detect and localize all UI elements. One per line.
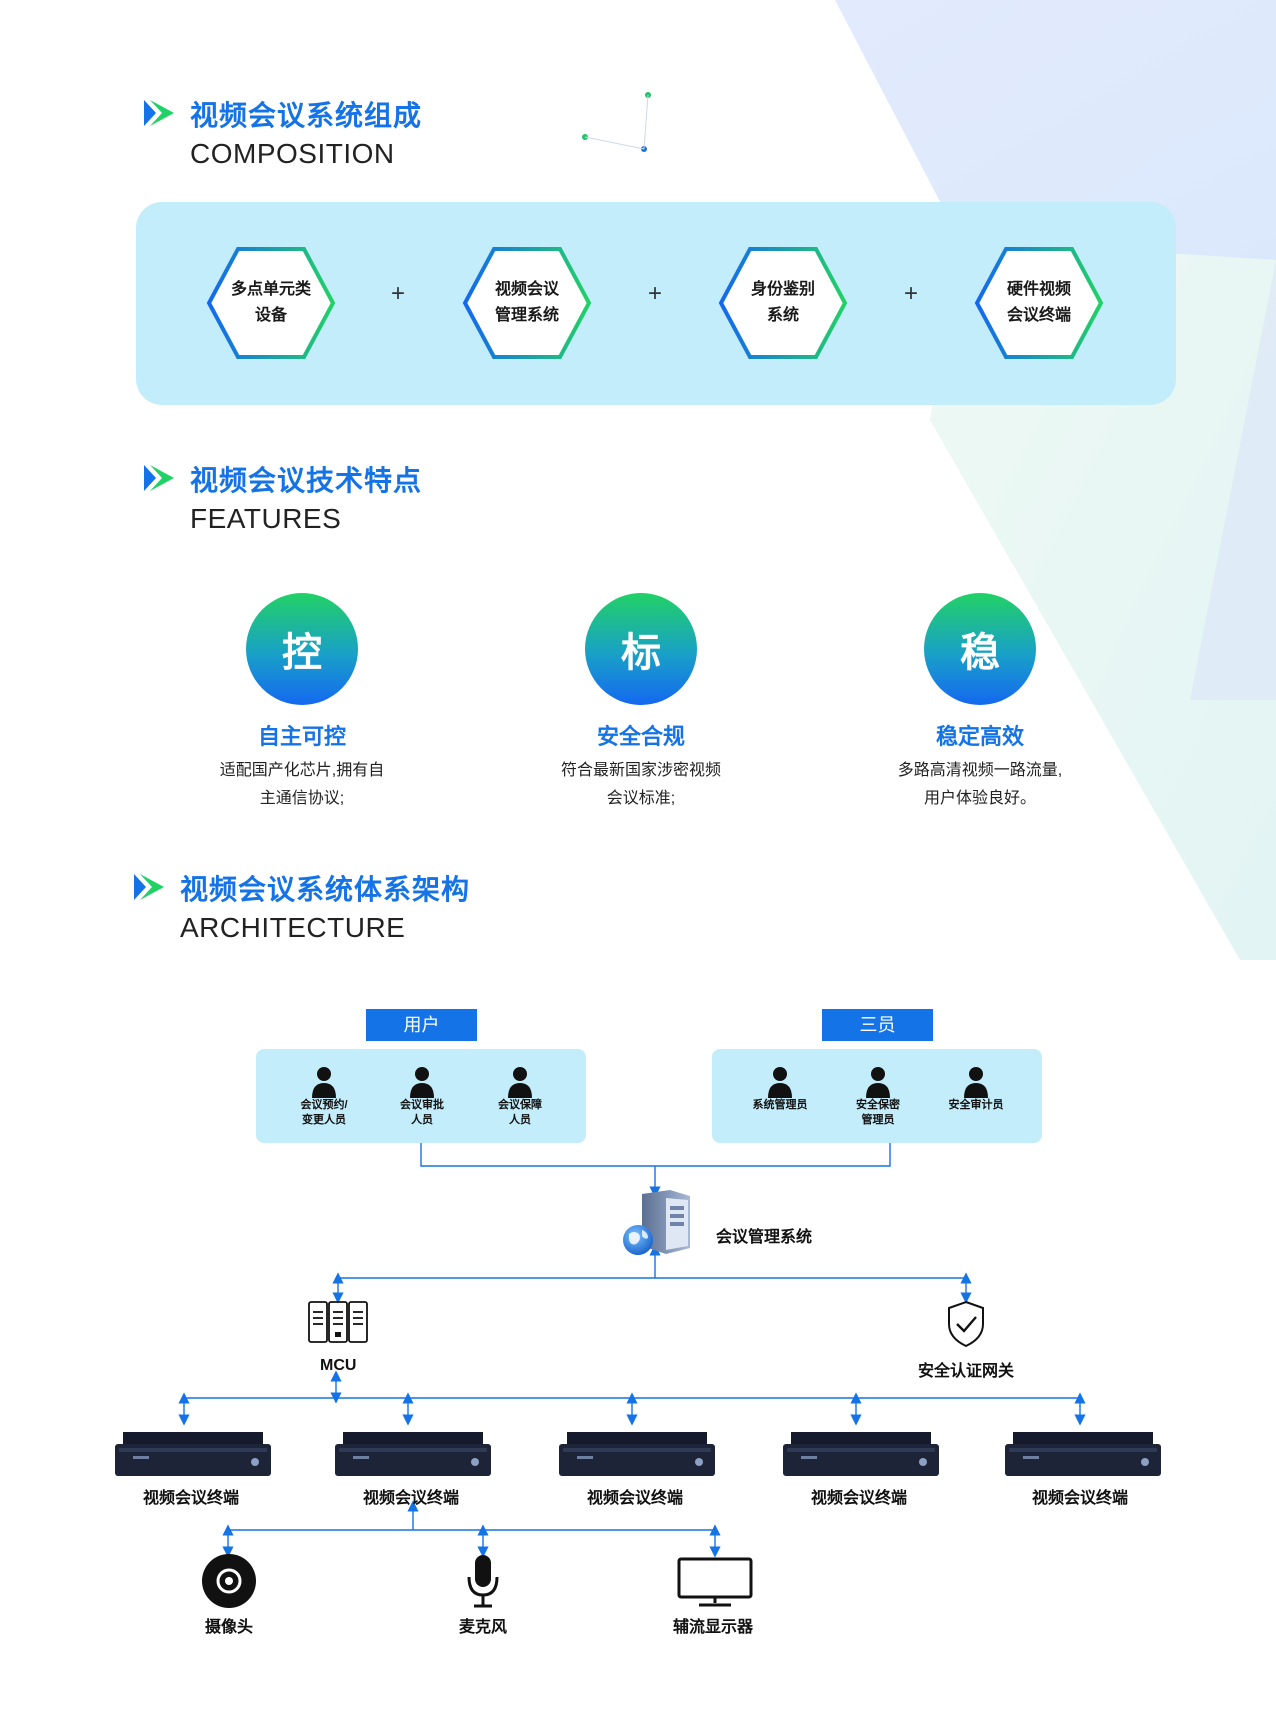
composition-item-mcu-device: 多点单元类 设备	[206, 246, 336, 360]
person-icon	[768, 1067, 792, 1098]
terminal-label: 视频会议终端	[811, 1490, 908, 1507]
camera-icon	[202, 1554, 256, 1608]
composition-subtitle: COMPOSITION	[190, 138, 395, 169]
person-label: 会议审批 人员	[400, 1099, 444, 1126]
section-arrow-icon	[144, 465, 174, 491]
feature-desc: 多路高清视频一路流量, 用户体验良好。	[897, 762, 1063, 807]
person-label: 会议预约/ 变更人员	[300, 1099, 348, 1126]
monitor-icon	[677, 1557, 753, 1607]
terminal-label: 视频会议终端	[1032, 1490, 1129, 1507]
feature-char: 稳	[960, 631, 1000, 675]
feature-title: 自主可控	[257, 724, 346, 749]
video-terminal-icon	[783, 1432, 939, 1476]
terminal-label: 视频会议终端	[587, 1490, 684, 1507]
composition-item-management-system: 视频会议 管理系统	[462, 246, 592, 360]
person-icon	[410, 1067, 434, 1098]
server-icon	[623, 1190, 690, 1255]
video-terminal-icon	[335, 1432, 491, 1476]
video-terminal-icon	[115, 1432, 271, 1476]
feature-badge: 控	[246, 593, 358, 705]
admin-audit-officer: 安全审计员	[921, 1066, 1031, 1113]
features-title: 视频会议技术特点	[190, 465, 423, 496]
feature-title: 稳定高效	[935, 724, 1024, 749]
person-label: 安全审计员	[948, 1099, 1004, 1111]
admin-security-manager: 安全保密 管理员	[823, 1066, 933, 1128]
hex-label: 视频会议 管理系统	[494, 281, 559, 324]
person-icon	[866, 1067, 890, 1098]
hex-label: 身份鉴别 系统	[750, 281, 815, 324]
composition-item-identity-system: 身份鉴别 系统	[718, 246, 848, 360]
terminal-label: 视频会议终端	[143, 1490, 240, 1507]
admin-system-manager: 系统管理员	[725, 1066, 835, 1113]
person-icon	[312, 1067, 336, 1098]
person-icon	[508, 1067, 532, 1098]
microphone-label: 麦克风	[459, 1619, 508, 1636]
feature-badge: 标	[585, 593, 697, 705]
server-label: 会议管理系统	[716, 1229, 813, 1246]
plus-sign: +	[391, 280, 406, 307]
person-label: 安全保密 管理员	[856, 1099, 900, 1126]
hex-label: 多点单元类 设备	[230, 281, 311, 324]
section-arrow-icon	[144, 100, 174, 126]
architecture-subtitle: ARCHITECTURE	[180, 912, 406, 943]
architecture-title: 视频会议系统体系架构	[180, 874, 471, 905]
terminal-label: 视频会议终端	[363, 1490, 460, 1507]
users-tag: 用户	[366, 1009, 477, 1041]
hex-label: 硬件视频 会议终端	[1006, 281, 1071, 324]
user-booking-staff: 会议预约/ 变更人员	[269, 1066, 379, 1128]
gateway-label: 安全认证网关	[918, 1363, 1015, 1380]
plus-sign: +	[904, 280, 919, 307]
feature-char: 控	[282, 631, 322, 675]
video-terminal-icon	[559, 1432, 715, 1476]
monitor-label: 辅流显示器	[673, 1619, 754, 1636]
feature-desc: 符合最新国家涉密视频 会议标准;	[560, 762, 721, 807]
feature-badge: 稳	[924, 593, 1036, 705]
shield-check-icon	[948, 1300, 984, 1348]
mcu-label: MCU	[320, 1357, 357, 1374]
person-icon	[964, 1067, 988, 1098]
video-terminal-icon	[1005, 1432, 1161, 1476]
admins-tag: 三员	[822, 1009, 933, 1041]
mcu-icon	[308, 1301, 368, 1343]
microphone-icon	[467, 1555, 499, 1608]
composition-title: 视频会议系统组成	[190, 100, 423, 131]
plus-sign: +	[648, 280, 663, 307]
section-arrow-icon	[134, 874, 164, 900]
feature-title: 安全合规	[596, 724, 685, 749]
person-label: 系统管理员	[752, 1099, 808, 1111]
feature-desc: 适配国产化芯片,拥有自 主通信协议;	[219, 762, 385, 807]
user-approval-staff: 会议审批 人员	[367, 1066, 477, 1128]
user-support-staff: 会议保障 人员	[465, 1066, 575, 1128]
composition-item-hardware-terminal: 硬件视频 会议终端	[974, 246, 1104, 360]
feature-char: 标	[621, 631, 661, 675]
camera-label: 摄像头	[205, 1619, 254, 1636]
person-label: 会议保障 人员	[498, 1099, 542, 1126]
features-subtitle: FEATURES	[190, 503, 342, 534]
